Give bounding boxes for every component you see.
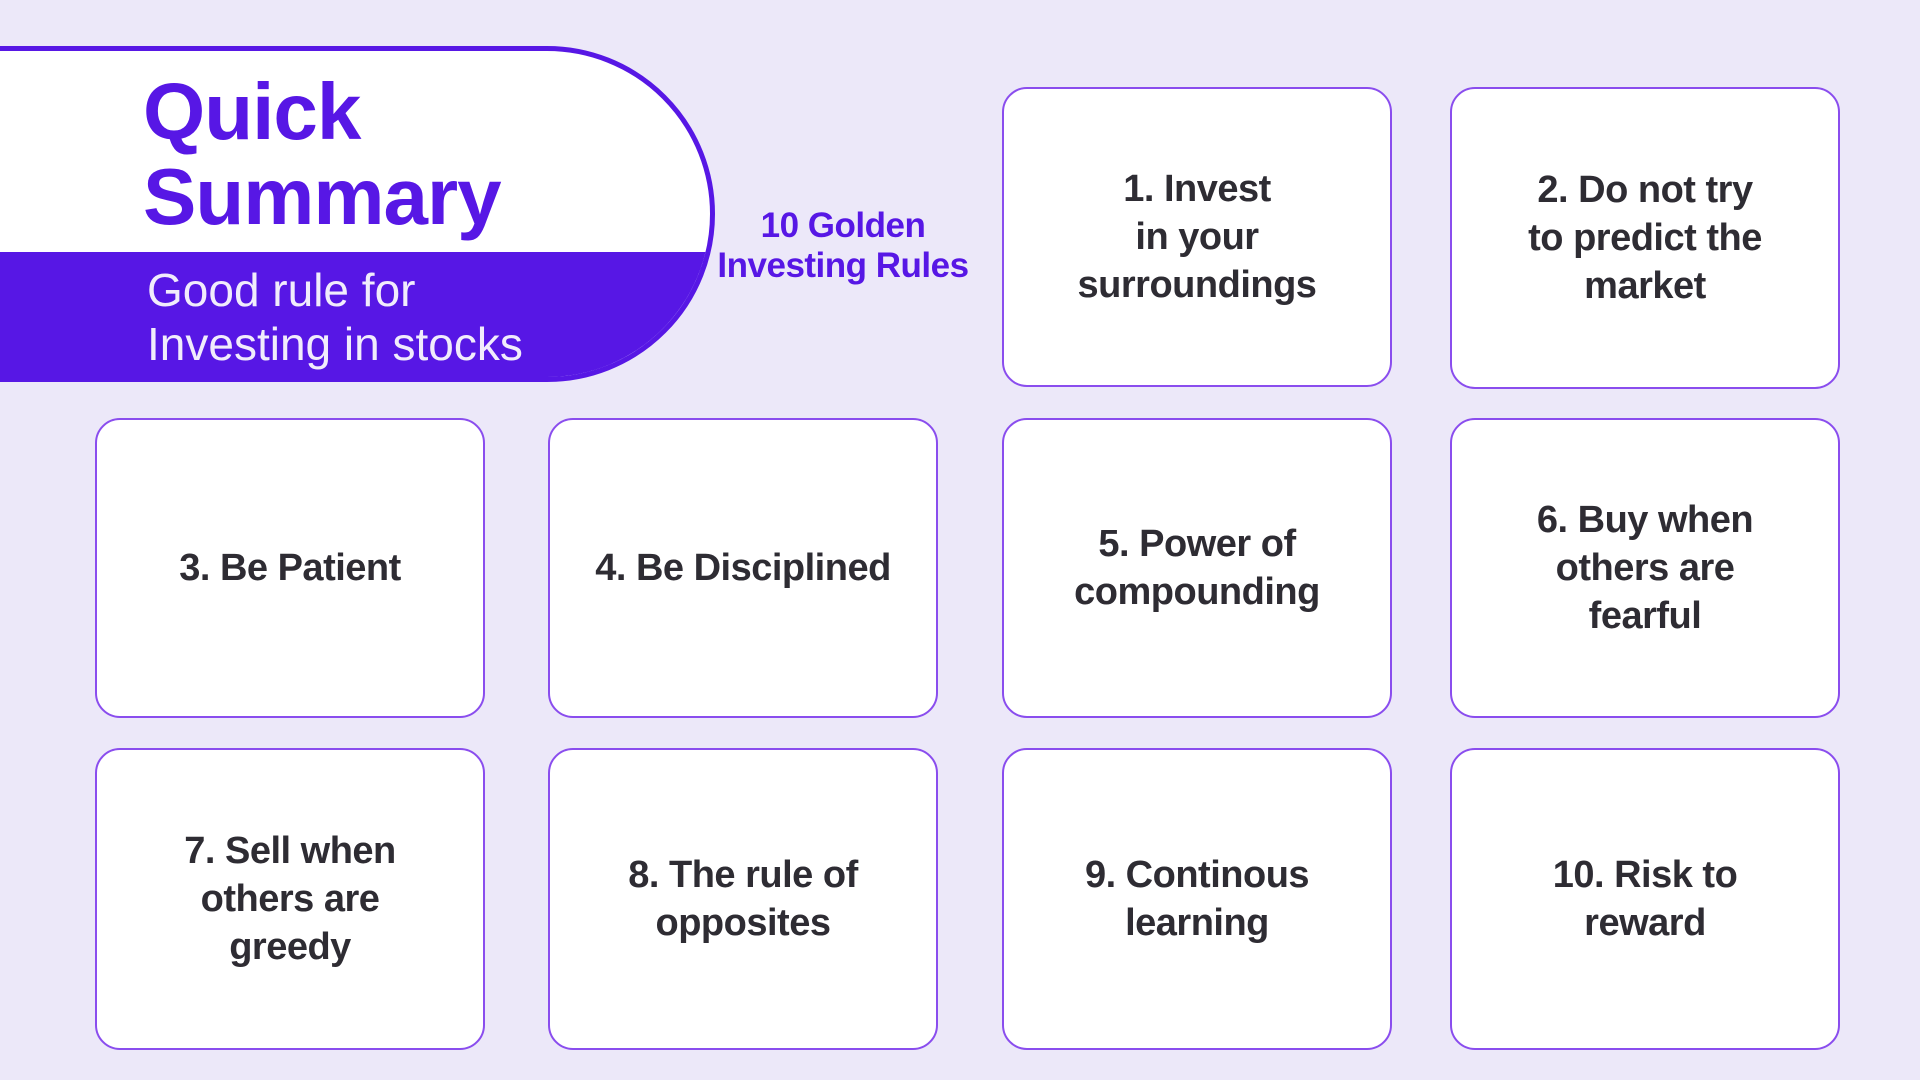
rule-card-label: 7. Sell when others are greedy [184,830,396,968]
tagline: 10 Golden Investing Rules [717,206,969,285]
rule-card: 10. Risk to reward [1450,748,1840,1050]
rule-card: 9. Continous learning [1002,748,1392,1050]
rule-card-label: 3. Be Patient [179,547,401,589]
header-subtitle: Good rule for Investing in stocks [147,264,523,370]
rule-card: 6. Buy when others are fearful [1450,418,1840,718]
rule-card: 3. Be Patient [95,418,485,718]
rule-card: 8. The rule of opposites [548,748,938,1050]
rule-card: 4. Be Disciplined [548,418,938,718]
header-subtitle-band: Good rule for Investing in stocks [0,252,710,377]
rule-card-label: 6. Buy when others are fearful [1536,499,1754,637]
rule-card: 7. Sell when others are greedy [95,748,485,1050]
header-capsule: Quick Summary Good rule for Investing in… [0,46,715,382]
rule-card: 1. Invest in your surroundings [1002,87,1392,387]
rule-card-label: 10. Risk to reward [1552,854,1738,944]
rule-card: 2. Do not try to predict the market [1450,87,1840,389]
rule-card-label: 2. Do not try to predict the market [1528,169,1762,307]
rule-card-label: 9. Continous learning [1084,854,1310,944]
rule-card-label: 4. Be Disciplined [595,547,891,589]
rule-card-label: 8. The rule of opposites [628,854,858,944]
rule-card: 5. Power of compounding [1002,418,1392,718]
rule-card-label: 1. Invest in your surroundings [1077,168,1317,306]
rule-card-label: 5. Power of compounding [1074,523,1320,613]
page-title: Quick Summary [143,67,502,241]
